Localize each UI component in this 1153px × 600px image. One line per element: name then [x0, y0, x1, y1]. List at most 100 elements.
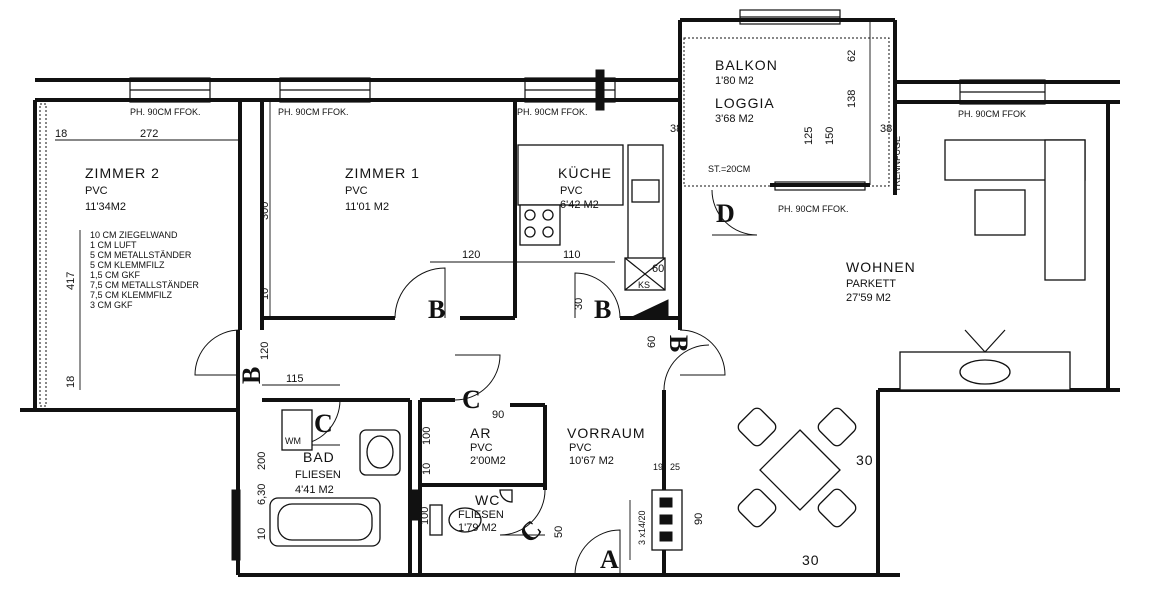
room-vorraum-floor: PVC	[569, 442, 592, 454]
room-wohnen-name: WOHNEN	[846, 259, 916, 275]
dim-label: 62	[846, 50, 858, 62]
dim-label: 30	[856, 452, 874, 468]
wall-spec-line: 5 CM KLEMMFILZ	[90, 260, 165, 270]
room-vorraum-area: 10'67 M2	[569, 455, 614, 467]
dim-label: 60	[652, 263, 664, 275]
trennfuge-label: TRENNFUGE	[892, 136, 902, 192]
room-kueche-area: 6'42 M2	[560, 199, 599, 211]
dim-label: 90	[693, 513, 705, 525]
room-zimmer1-floor: PVC	[345, 185, 368, 197]
dim-label: 38	[880, 123, 892, 135]
room-zimmer1-name: ZIMMER 1	[345, 165, 420, 181]
room-zimmer2-floor: PVC	[85, 185, 108, 197]
dim-label: 417	[65, 272, 77, 290]
washing-machine-label: WM	[285, 436, 301, 446]
west-wall-insulation	[39, 103, 47, 407]
dim-label: 19	[653, 462, 663, 472]
dim-label: 10	[421, 463, 433, 475]
dim-label: 10	[259, 288, 271, 300]
dim-label: 120	[462, 249, 480, 261]
dim-label: 30	[573, 298, 585, 310]
interior-walls	[238, 100, 870, 575]
dimension-lines	[55, 20, 871, 560]
dim-label: 25	[670, 462, 680, 472]
door-type-label: B	[594, 295, 611, 324]
room-wc-name: WC	[475, 492, 500, 508]
room-kueche-floor: PVC	[560, 185, 583, 197]
room-kueche-name: KÜCHE	[558, 164, 612, 181]
door-type-label: C	[462, 385, 481, 414]
dim-label: 150	[824, 127, 836, 145]
dim-label: 10	[256, 528, 268, 540]
wall-spec-line: 7,5 CM KLEMMFILZ	[90, 290, 173, 300]
room-zimmer2-name: ZIMMER 2	[85, 165, 160, 181]
door-type-label: B	[237, 367, 266, 384]
window-note-wohnen: PH. 90CM FFOK	[958, 109, 1026, 119]
room-ar-floor: PVC	[470, 442, 493, 454]
dim-label: 50	[553, 526, 565, 538]
room-bad-area: 4'41 M2	[295, 484, 334, 496]
fridge-label: KS	[638, 280, 650, 290]
room-balkon-area: 1'80 M2	[715, 75, 754, 87]
wall-spec: 10 CM ZIEGELWAND 1 CM LUFT 5 CM METALLST…	[90, 230, 199, 310]
wall-spec-line: 1,5 CM GKF	[90, 270, 141, 280]
room-wc-floor: FLIESEN	[458, 509, 504, 521]
door-type-label: A	[600, 545, 619, 574]
dim-label: 3 x14/20	[637, 510, 647, 545]
dim-label: 125	[803, 127, 815, 145]
room-wc-area: 1'79 M2	[458, 522, 497, 534]
wall-spec-line: 7,5 CM METALLSTÄNDER	[90, 280, 199, 290]
room-vorraum-name: VORRAUM	[567, 425, 646, 441]
room-zimmer1-area: 11'01 M2	[345, 201, 389, 213]
dim-label: 120	[259, 342, 271, 360]
door-type-labels: B B B B C C C D A	[237, 199, 735, 574]
wall-spec-line: 1 CM LUFT	[90, 240, 137, 250]
room-ar-name: AR	[470, 425, 491, 441]
room-bad-floor: FLIESEN	[295, 469, 341, 481]
fixture-labels: WM KS TRENNFUGE	[285, 136, 902, 446]
room-balkon-name: BALKON	[715, 57, 778, 73]
wall-spec-line: 5 CM METALLSTÄNDER	[90, 250, 192, 260]
windows	[129, 9, 1046, 191]
dim-label: 110	[563, 249, 581, 261]
balcony-parapet	[683, 37, 890, 187]
dim-label: 100	[419, 507, 431, 525]
window-notes: PH. 90CM FFOK. PH. 90CM FFOK. PH. 90CM F…	[130, 107, 1026, 214]
dim-label: 30	[802, 552, 820, 568]
room-bad-name: BAD	[303, 449, 335, 465]
door-type-label: B	[664, 335, 693, 352]
dim-label: 115	[286, 373, 304, 385]
room-labels: ZIMMER 2 PVC 11'34M2 ZIMMER 1 PVC 11'01 …	[85, 57, 916, 534]
furniture	[231, 69, 1086, 561]
dim-label: 300	[259, 202, 271, 220]
door-type-label: C	[314, 409, 333, 438]
dimension-labels: 18 272 417 18 300 10 120 110 60 30 120 6…	[55, 50, 892, 568]
window-note-zimmer2: PH. 90CM FFOK.	[130, 107, 201, 117]
dim-label: 272	[140, 128, 158, 140]
dim-label: 90	[492, 409, 504, 421]
outer-walls	[20, 18, 1120, 577]
room-wohnen-area: 27'59 M2	[846, 292, 891, 304]
window-note-kueche: PH. 90CM FFOK.	[517, 107, 588, 117]
dim-label: 138	[846, 90, 858, 108]
dim-label: 100	[421, 427, 433, 445]
window-note-loggia: PH. 90CM FFOK.	[778, 204, 849, 214]
door-type-label: B	[428, 295, 445, 324]
window-note-zimmer1: PH. 90CM FFOK.	[278, 107, 349, 117]
room-zimmer2-area: 11'34M2	[85, 201, 126, 213]
dim-label: 6,30	[256, 484, 268, 505]
room-ar-area: 2'00M2	[470, 455, 506, 467]
dim-label: 18	[65, 376, 77, 388]
door-type-label: D	[716, 199, 735, 228]
dim-label: 60	[646, 336, 658, 348]
dim-label: 38	[670, 123, 682, 135]
dim-label: ST.=20CM	[708, 164, 750, 174]
room-loggia-name: LOGGIA	[715, 95, 775, 111]
wall-spec-line: 10 CM ZIEGELWAND	[90, 230, 178, 240]
dim-label: 18	[55, 128, 67, 140]
door-type-label: C	[514, 515, 548, 549]
wall-spec-line: 3 CM GKF	[90, 300, 133, 310]
room-wohnen-floor: PARKETT	[846, 278, 896, 290]
room-loggia-area: 3'68 M2	[715, 113, 754, 125]
